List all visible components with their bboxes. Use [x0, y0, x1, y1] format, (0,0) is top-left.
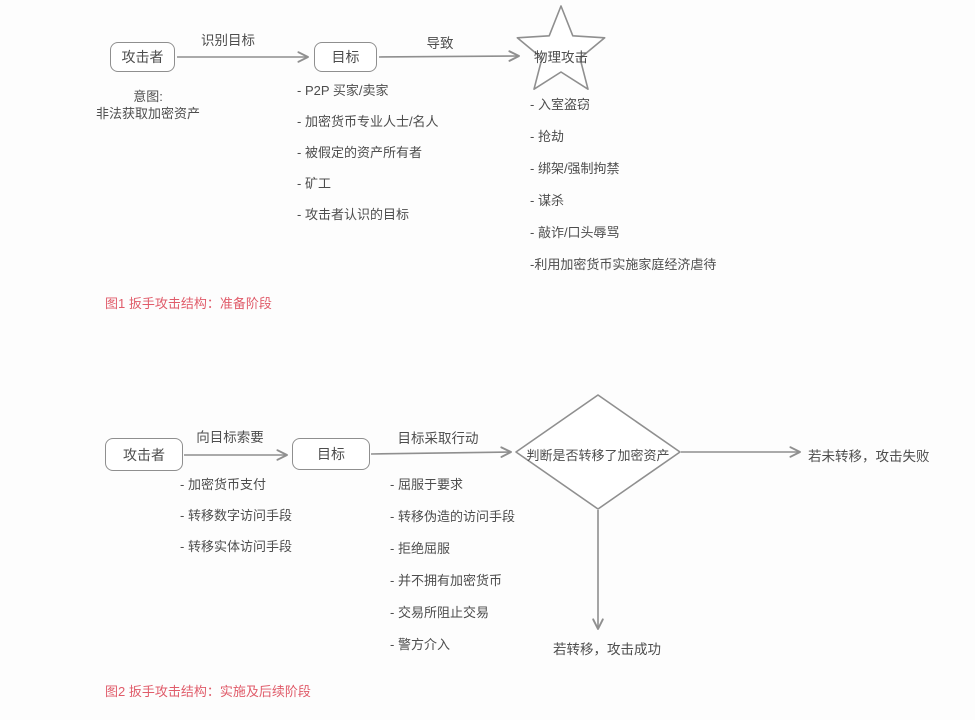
list-item: - 矿工 [297, 176, 331, 191]
fig2-outcome-success-label: 若转移，攻击成功 [553, 642, 661, 657]
fig2-arrow-target-action [370, 446, 512, 458]
list-item: - P2P 买家/卖家 [297, 83, 389, 98]
fig2-outcome-fail-label: 若未转移，攻击失败 [808, 449, 930, 464]
list-item: - 屈服于要求 [390, 477, 463, 492]
physical-attack-star-label: 物理攻击 [534, 50, 588, 65]
fig1-attacker-label: 攻击者 [121, 49, 164, 65]
list-item: - 并不拥有加密货币 [390, 573, 502, 588]
list-item: - 被假定的资产所有者 [297, 145, 422, 160]
intent-line2: 非法获取加密资产 [96, 106, 201, 121]
fig1-target-node: 目标 [314, 42, 377, 72]
list-item: - 绑架/强制拘禁 [530, 161, 620, 176]
list-item: - 拒绝屈服 [390, 541, 450, 556]
fig2-arrow2-label: 目标采取行动 [397, 431, 479, 446]
list-item: - 加密货币专业人士/名人 [297, 114, 439, 129]
fig1-attacker-intent: 意图: 非法获取加密资产 [96, 88, 200, 122]
fig1-arrow1-label: 识别目标 [201, 33, 255, 48]
fig1-arrow-leads-to [378, 50, 520, 62]
list-item: - 谋杀 [530, 193, 564, 208]
fig2-caption: 图2 扳手攻击结构：实施及后续阶段 [105, 684, 311, 699]
fig2-arrow1-label: 向目标索要 [196, 430, 264, 445]
fig2-target-node: 目标 [292, 438, 370, 470]
fig2-target-list: - 屈服于要求 - 转移伪造的访问手段 - 拒绝屈服 - 并不拥有加密货币 - 交易所阻… [390, 478, 515, 670]
list-item: - 转移实体访问手段 [180, 539, 292, 554]
list-item: - 转移伪造的访问手段 [390, 509, 515, 524]
fig1-caption: 图1 扳手攻击结构：准备阶段 [105, 296, 272, 311]
list-item: - 攻击者认识的目标 [297, 207, 409, 222]
decision-diamond-label: 判断是否转移了加密资产 [526, 448, 670, 463]
list-item: - 入室盗窃 [530, 97, 590, 112]
fig2-attacker-list: - 加密货币支付 - 转移数字访问手段 - 转移实体访问手段 [180, 478, 292, 571]
fig2-attacker-label: 攻击者 [123, 446, 165, 463]
intent-line1: 意图: [133, 89, 163, 104]
list-item: -利用加密货币实施家庭经济虐待 [530, 257, 717, 272]
fig1-attacker-node: 攻击者 [110, 42, 175, 72]
fig1-target-list: - P2P 买家/卖家 - 加密货币专业人士/名人 - 被假定的资产所有者 - 矿工 -… [297, 84, 439, 239]
list-item: - 转移数字访问手段 [180, 508, 292, 523]
fig1-target-label: 目标 [331, 49, 360, 65]
list-item: - 加密货币支付 [180, 477, 266, 492]
list-item: - 警方介入 [390, 637, 450, 652]
list-item: - 敲诈/口头辱骂 [530, 225, 620, 240]
fig1-arrow2-label: 导致 [426, 36, 454, 51]
fig1-attack-list: - 入室盗窃 - 抢劫 - 绑架/强制拘禁 - 谋杀 - 敲诈/口头辱骂 -利用加密货币实… [530, 98, 716, 290]
list-item: - 抢劫 [530, 129, 564, 144]
fig2-target-label: 目标 [317, 446, 345, 462]
list-item: - 交易所阻止交易 [390, 605, 489, 620]
fig2-attacker-node: 攻击者 [105, 438, 183, 471]
